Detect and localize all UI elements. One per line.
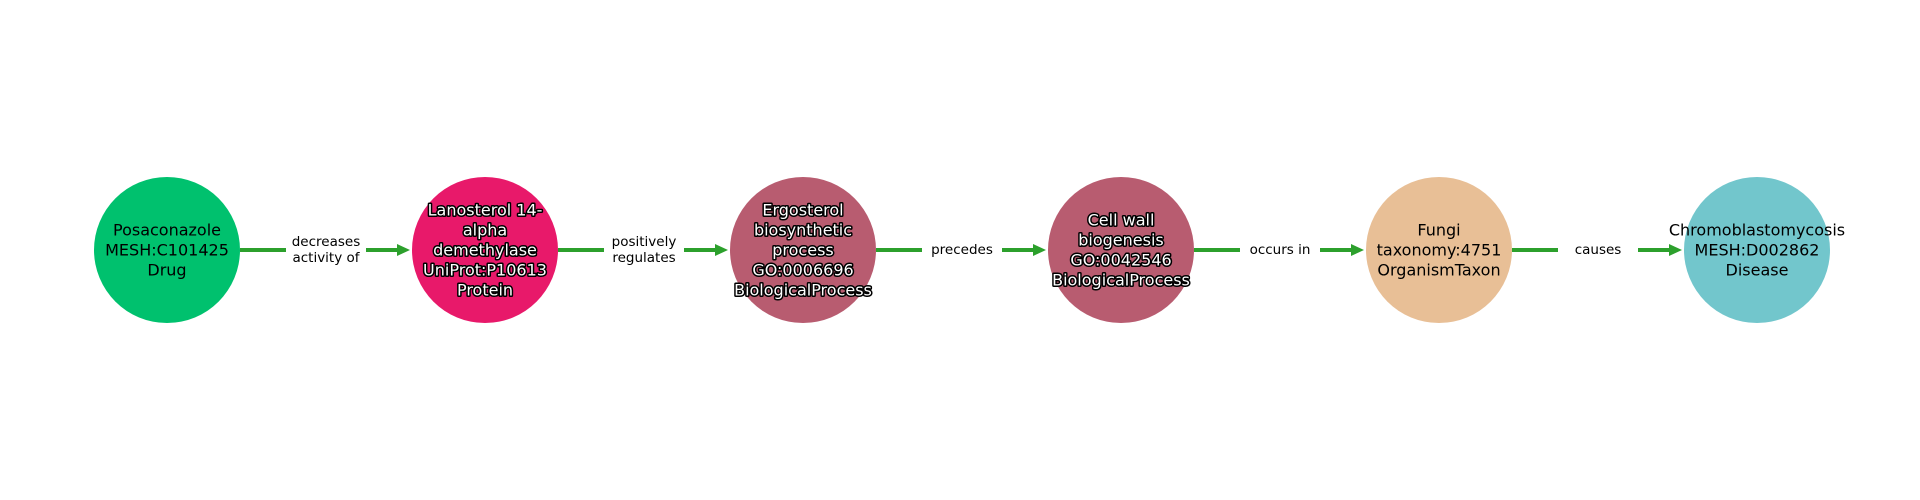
node-label: Cell wall — [1088, 211, 1155, 230]
node-label: BiologicalProcess — [1052, 271, 1190, 290]
edge-label: regulates — [612, 250, 675, 266]
node-label: GO:0006696 — [752, 261, 853, 280]
node-label: Ergosterol — [762, 201, 843, 220]
node-lanosterol: Lanosterol 14-alphademethylaseUniProt:P1… — [412, 177, 558, 323]
edge-label: occurs in — [1250, 242, 1311, 258]
node-label: biogenesis — [1078, 231, 1164, 250]
node-label: OrganismTaxon — [1377, 261, 1500, 280]
node-label: biosynthetic — [754, 221, 852, 240]
node-label: Chromoblastomycosis — [1669, 221, 1845, 240]
node-label: alpha — [463, 221, 507, 240]
node-label: MESH:C101425 — [105, 241, 229, 260]
node-label: demethylase — [433, 241, 537, 260]
arrowhead-icon — [715, 244, 728, 256]
node-label: MESH:D002862 — [1695, 241, 1820, 260]
node-label: Protein — [457, 281, 513, 300]
node-label: Fungi — [1417, 221, 1460, 240]
node-label: taxonomy:4751 — [1377, 241, 1502, 260]
edge-label: causes — [1575, 242, 1622, 258]
node-circle — [730, 177, 876, 323]
node-label: Drug — [147, 261, 186, 280]
node-circle — [1048, 177, 1194, 323]
edge-fungi-chromo: causes — [1512, 242, 1682, 258]
node-label: process — [772, 241, 833, 260]
node-label: UniProt:P10613 — [423, 261, 547, 280]
node-circle — [1366, 177, 1512, 323]
node-circle — [94, 177, 240, 323]
arrowhead-icon — [1669, 244, 1682, 256]
node-cellwall: Cell wallbiogenesisGO:0042546BiologicalP… — [1048, 177, 1194, 323]
arrowhead-icon — [397, 244, 410, 256]
edge-label: decreases — [292, 234, 361, 250]
node-label: BiologicalProcess — [734, 281, 872, 300]
edge-ergosterol-cellwall: precedes — [876, 242, 1046, 258]
node-label: Posaconazole — [113, 221, 221, 240]
node-circle — [1684, 177, 1830, 323]
arrowhead-icon — [1033, 244, 1046, 256]
node-label: Lanosterol 14- — [428, 201, 543, 220]
edge-cellwall-fungi: occurs in — [1194, 242, 1364, 258]
node-label: Disease — [1726, 261, 1789, 280]
node-ergosterol: ErgosterolbiosyntheticprocessGO:0006696B… — [730, 177, 876, 323]
arrowhead-icon — [1351, 244, 1364, 256]
edge-label: precedes — [931, 242, 993, 258]
node-label: GO:0042546 — [1070, 251, 1171, 270]
edge-label: positively — [612, 234, 677, 250]
edge-label: activity of — [292, 250, 360, 266]
node-circle — [412, 177, 558, 323]
